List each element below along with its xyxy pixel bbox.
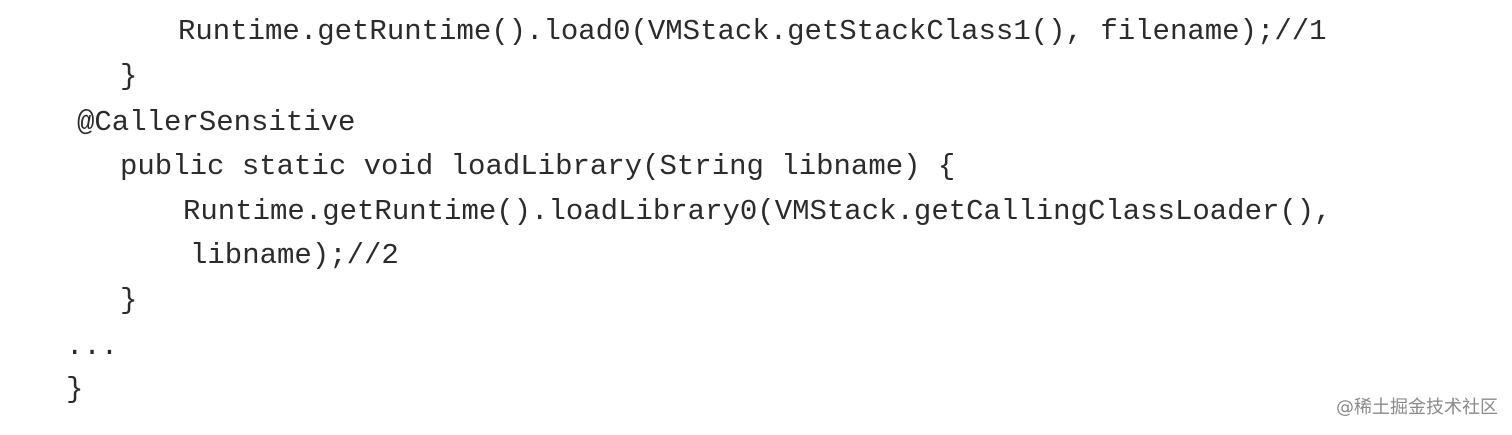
code-line-load0-call: Runtime.getRuntime().load0(VMStack.getSt… [178, 15, 1327, 48]
code-line-loadlibrary-signature: public static void loadLibrary(String li… [120, 150, 956, 183]
code-line-closing-brace: } [120, 60, 138, 93]
code-line-caller-sensitive-annotation: @CallerSensitive [77, 106, 356, 139]
code-line-ellipsis: ... [66, 330, 119, 363]
code-line-method-closing-brace: } [120, 284, 138, 317]
code-line-class-closing-brace: } [66, 373, 84, 406]
code-line-libname-arg: libname);//2 [190, 239, 399, 272]
code-line-loadlibrary0-call: Runtime.getRuntime().loadLibrary0(VMStac… [183, 195, 1332, 228]
watermark: @稀土掘金技术社区 [1336, 397, 1498, 418]
